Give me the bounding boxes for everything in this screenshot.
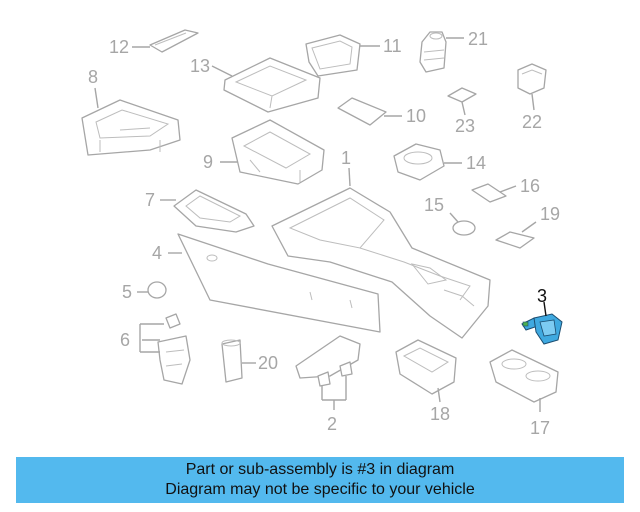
callout-23[interactable]: 23: [455, 116, 475, 136]
callout-12[interactable]: 12: [109, 37, 129, 57]
parts-diagram: 12 11 21 13 8 10 23 22: [81, 29, 563, 438]
callout-15[interactable]: 15: [424, 195, 444, 215]
callout-2[interactable]: 2: [327, 414, 337, 434]
part-9-bracket: [231, 119, 325, 185]
part-7-pad: [173, 189, 255, 233]
callout-4[interactable]: 4: [152, 243, 162, 263]
callout-19[interactable]: 19: [540, 204, 560, 224]
callout-6[interactable]: 6: [120, 330, 130, 350]
part-13-trim: [223, 57, 321, 113]
callout-20[interactable]: 20: [258, 353, 278, 373]
part-11-tray: [305, 34, 361, 77]
callout-8[interactable]: 8: [88, 67, 98, 87]
part-18-ashtray: [395, 339, 457, 395]
callout-9[interactable]: 9: [203, 152, 213, 172]
banner-line-2: Diagram may not be specific to your vehi…: [165, 481, 475, 498]
callout-1[interactable]: 1: [341, 148, 351, 168]
callout-16[interactable]: 16: [520, 176, 540, 196]
part-1-console: [271, 187, 491, 339]
callout-10[interactable]: 10: [406, 106, 426, 126]
part-2-brackets: [295, 335, 361, 387]
part-10-mat: [337, 97, 387, 126]
callout-11[interactable]: 11: [383, 36, 402, 56]
part-14-cup: [393, 143, 445, 181]
callout-21[interactable]: 21: [468, 29, 488, 49]
part-5-grommet: [147, 281, 167, 299]
part-22-switch: [517, 63, 547, 95]
callout-7[interactable]: 7: [145, 190, 155, 210]
callout-18[interactable]: 18: [430, 404, 450, 424]
part-19-cover: [495, 231, 535, 249]
callout-14[interactable]: 14: [466, 153, 486, 173]
banner-line-1: Part or sub-assembly is #3 in diagram: [185, 461, 455, 478]
callout-13[interactable]: 13: [190, 56, 210, 76]
part-17-holder: [489, 349, 559, 403]
callout-5[interactable]: 5: [122, 282, 132, 302]
part-4-panel: [177, 233, 381, 333]
notice-banner: Part or sub-assembly is #3 in diagram Di…: [16, 457, 624, 503]
part-8-bracket: [81, 99, 181, 156]
part-15-cap: [452, 220, 476, 236]
part-21-socket: [419, 31, 447, 73]
callout-17[interactable]: 17: [530, 418, 550, 438]
part-12-lid: [149, 29, 199, 53]
part-23-clip: [447, 87, 477, 103]
part-6-bracket: [157, 313, 191, 385]
callout-22[interactable]: 22: [522, 112, 542, 132]
part-20-socket: [221, 339, 243, 383]
callout-3[interactable]: 3: [537, 286, 547, 306]
part-16-plate: [471, 183, 507, 203]
part-3-highlighted[interactable]: [521, 313, 563, 345]
